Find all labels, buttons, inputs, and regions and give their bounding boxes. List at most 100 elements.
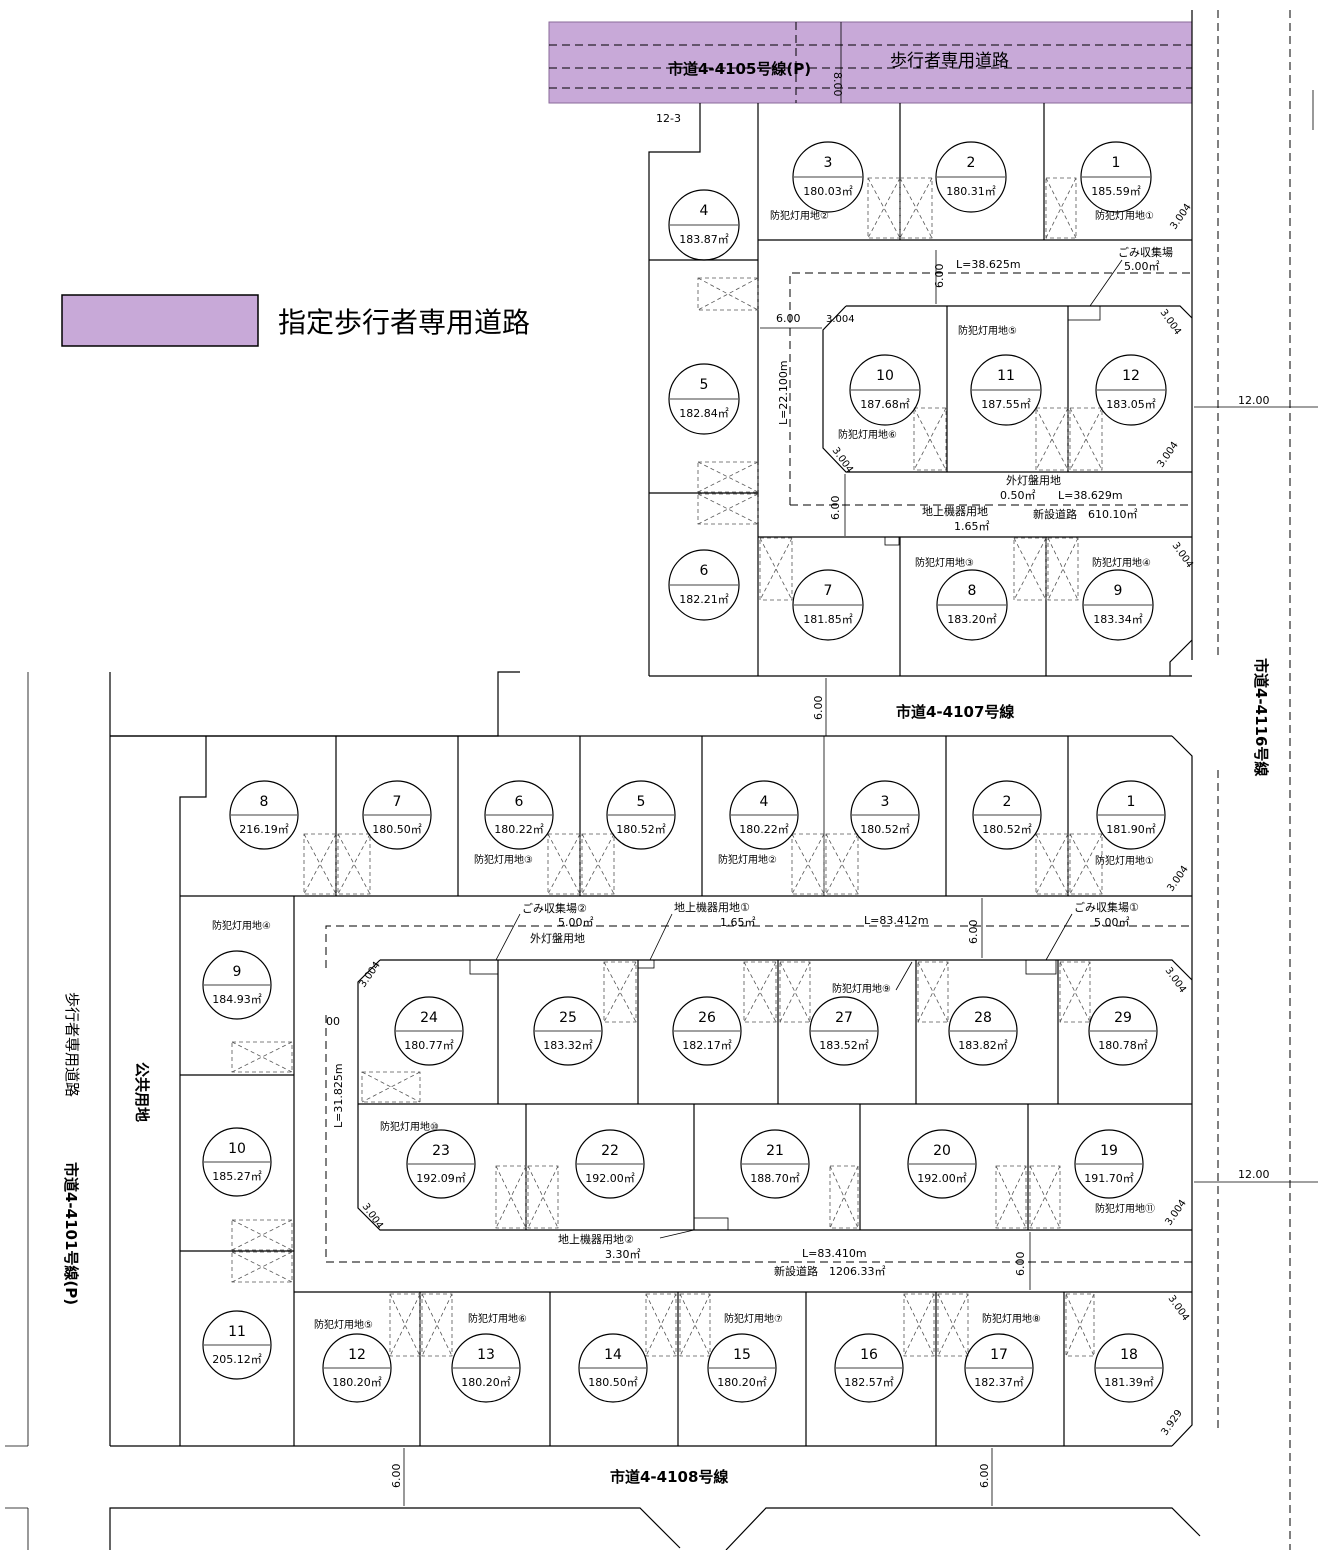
lot-number: 2 bbox=[1003, 794, 1012, 810]
lower-lot-6[interactable]: 6 180.22㎡ bbox=[484, 780, 554, 850]
lower-lot-21[interactable]: 21 188.70㎡ bbox=[740, 1129, 810, 1199]
new-road-upper: 新設道路 610.10㎡ bbox=[1033, 507, 1138, 521]
chijo-upper-area: 1.65㎡ bbox=[954, 520, 990, 533]
lot-number: 10 bbox=[228, 1141, 246, 1157]
lot-area: 180.52㎡ bbox=[860, 823, 910, 836]
lower-lot-29[interactable]: 29 180.78㎡ bbox=[1088, 996, 1158, 1066]
lot-area: 180.50㎡ bbox=[372, 823, 422, 836]
lot-area: 180.50㎡ bbox=[588, 1376, 638, 1389]
lower-lot-16[interactable]: 16 182.57㎡ bbox=[834, 1333, 904, 1403]
lot-number: 12 bbox=[348, 1347, 366, 1363]
lower-lot-24[interactable]: 24 180.77㎡ bbox=[394, 996, 464, 1066]
w6-upper-c: 6.00 bbox=[829, 496, 842, 521]
lower-lot-14[interactable]: 14 180.50㎡ bbox=[578, 1333, 648, 1403]
gaito-upper-area: 0.50㎡ bbox=[1000, 489, 1036, 502]
lot-area: 192.09㎡ bbox=[416, 1172, 466, 1185]
lot-area: 182.17㎡ bbox=[682, 1039, 732, 1052]
lot-number: 5 bbox=[700, 377, 709, 393]
lot-number: 23 bbox=[432, 1143, 450, 1159]
lot-area: 181.85㎡ bbox=[803, 613, 853, 626]
gomi2: ごみ収集場② bbox=[522, 901, 587, 915]
lower-lot-28[interactable]: 28 183.82㎡ bbox=[948, 996, 1018, 1066]
lower-lot-7[interactable]: 7 180.50㎡ bbox=[362, 780, 432, 850]
lower-lot-3[interactable]: 3 180.52㎡ bbox=[850, 780, 920, 850]
lower-lot-22[interactable]: 22 192.00㎡ bbox=[575, 1129, 645, 1199]
upper-lot-11[interactable]: 11 187.55㎡ bbox=[970, 354, 1042, 426]
lower-parking-marks bbox=[231, 833, 1103, 1357]
lot-area: 182.84㎡ bbox=[679, 407, 729, 420]
c3004-u-c: 3.004 bbox=[1158, 307, 1183, 337]
upper-lot-1[interactable]: 1 185.59㎡ bbox=[1080, 141, 1152, 213]
bohan-lower-3: 防犯灯用地③ bbox=[474, 853, 533, 866]
lower-lot-15[interactable]: 15 180.20㎡ bbox=[707, 1333, 777, 1403]
lower-lot-1[interactable]: 1 181.90㎡ bbox=[1096, 780, 1166, 850]
lot-area: 182.57㎡ bbox=[844, 1376, 894, 1389]
lower-lot-4[interactable]: 4 180.22㎡ bbox=[729, 780, 799, 850]
lower-lot-5[interactable]: 5 180.52㎡ bbox=[606, 780, 676, 850]
bohan-upper-6: 防犯灯用地⑥ bbox=[838, 428, 897, 441]
road-4101-label: 市道4-4101号線(P) bbox=[62, 1162, 80, 1305]
upper-lot-6[interactable]: 6 182.21㎡ bbox=[668, 549, 740, 621]
bohan-upper-5: 防犯灯用地⑤ bbox=[958, 324, 1017, 337]
lot-area: 185.59㎡ bbox=[1091, 185, 1141, 198]
lower-lot-25[interactable]: 25 183.32㎡ bbox=[533, 996, 603, 1066]
lower-lot-17[interactable]: 17 182.37㎡ bbox=[964, 1333, 1034, 1403]
L-38625: L=38.625m bbox=[956, 258, 1021, 271]
lower-lot-20[interactable]: 20 192.00㎡ bbox=[907, 1129, 977, 1199]
lower-lot-19[interactable]: 19 191.70㎡ bbox=[1074, 1129, 1144, 1199]
lot-number: 21 bbox=[766, 1143, 784, 1159]
lower-lot-27[interactable]: 27 183.52㎡ bbox=[809, 996, 879, 1066]
lot-number: 7 bbox=[393, 794, 402, 810]
lower-lot-13[interactable]: 13 180.20㎡ bbox=[451, 1333, 521, 1403]
lower-lot-26[interactable]: 26 182.17㎡ bbox=[672, 996, 742, 1066]
c3929: 3.929 bbox=[1159, 1408, 1184, 1438]
lower-lot-12[interactable]: 12 180.20㎡ bbox=[322, 1333, 392, 1403]
upper-lot-8[interactable]: 8 183.20㎡ bbox=[936, 569, 1008, 641]
upper-lot-7[interactable]: 7 181.85㎡ bbox=[792, 569, 864, 641]
w12-lower: 12.00 bbox=[1238, 1168, 1270, 1181]
lot-area: 180.22㎡ bbox=[494, 823, 544, 836]
lot-number: 3 bbox=[881, 794, 890, 810]
lot-number: 16 bbox=[860, 1347, 878, 1363]
lower-lot-10[interactable]: 10 185.27㎡ bbox=[202, 1127, 272, 1197]
lot-area: 180.20㎡ bbox=[332, 1376, 382, 1389]
upper-lot-3[interactable]: 3 180.03㎡ bbox=[792, 141, 864, 213]
upper-lot-5[interactable]: 5 182.84㎡ bbox=[668, 363, 740, 435]
lot-number: 13 bbox=[477, 1347, 495, 1363]
lot-number: 14 bbox=[604, 1347, 622, 1363]
lot-area: 180.03㎡ bbox=[803, 185, 853, 198]
upper-lot-10[interactable]: 10 187.68㎡ bbox=[849, 354, 921, 426]
upper-lot-2[interactable]: 2 180.31㎡ bbox=[935, 141, 1007, 213]
upper-lot-9[interactable]: 9 183.34㎡ bbox=[1082, 569, 1154, 641]
lower-lot-2[interactable]: 2 180.52㎡ bbox=[972, 780, 1042, 850]
gomi-upper: ごみ収集場 bbox=[1118, 245, 1173, 259]
lower-lot-18[interactable]: 18 181.39㎡ bbox=[1094, 1333, 1164, 1403]
lower-lot-11[interactable]: 11 205.12㎡ bbox=[202, 1310, 272, 1380]
lot-number: 3 bbox=[824, 155, 833, 171]
bohan-lower-5: 防犯灯用地⑤ bbox=[314, 1318, 373, 1331]
lot-area: 192.00㎡ bbox=[585, 1172, 635, 1185]
lower-lot-8[interactable]: 8 216.19㎡ bbox=[229, 780, 299, 850]
lower-lot-9[interactable]: 9 184.93㎡ bbox=[202, 950, 272, 1020]
lot-area: 187.55㎡ bbox=[981, 398, 1031, 411]
lot-area: 181.90㎡ bbox=[1106, 823, 1156, 836]
lot-number: 10 bbox=[876, 368, 894, 384]
road-4108-label: 市道4-4108号線 bbox=[610, 1468, 728, 1486]
lot-number: 24 bbox=[420, 1010, 438, 1026]
lot-area: 183.20㎡ bbox=[947, 613, 997, 626]
L-38629: L=38.629m bbox=[1058, 489, 1123, 502]
road-4107-label: 市道4-4107号線 bbox=[896, 703, 1014, 721]
lower-lot-23[interactable]: 23 192.09㎡ bbox=[406, 1129, 476, 1199]
lot-area: 183.34㎡ bbox=[1093, 613, 1143, 626]
c3004-u-d: 3.004 bbox=[830, 445, 855, 475]
lot-area: 180.22㎡ bbox=[739, 823, 789, 836]
upper-lot-12[interactable]: 12 183.05㎡ bbox=[1095, 354, 1167, 426]
lot-number: 22 bbox=[601, 1143, 619, 1159]
w6-lower-d: 6.00 bbox=[978, 1464, 991, 1489]
bohan-lower-11: 防犯灯用地⑪ bbox=[1095, 1202, 1155, 1215]
w12-upper: 12.00 bbox=[1238, 394, 1270, 407]
lot-area: 185.27㎡ bbox=[212, 1170, 262, 1183]
upper-lot-4[interactable]: 4 183.87㎡ bbox=[668, 189, 740, 261]
legend-label: 指定歩行者専用道路 bbox=[278, 306, 530, 339]
